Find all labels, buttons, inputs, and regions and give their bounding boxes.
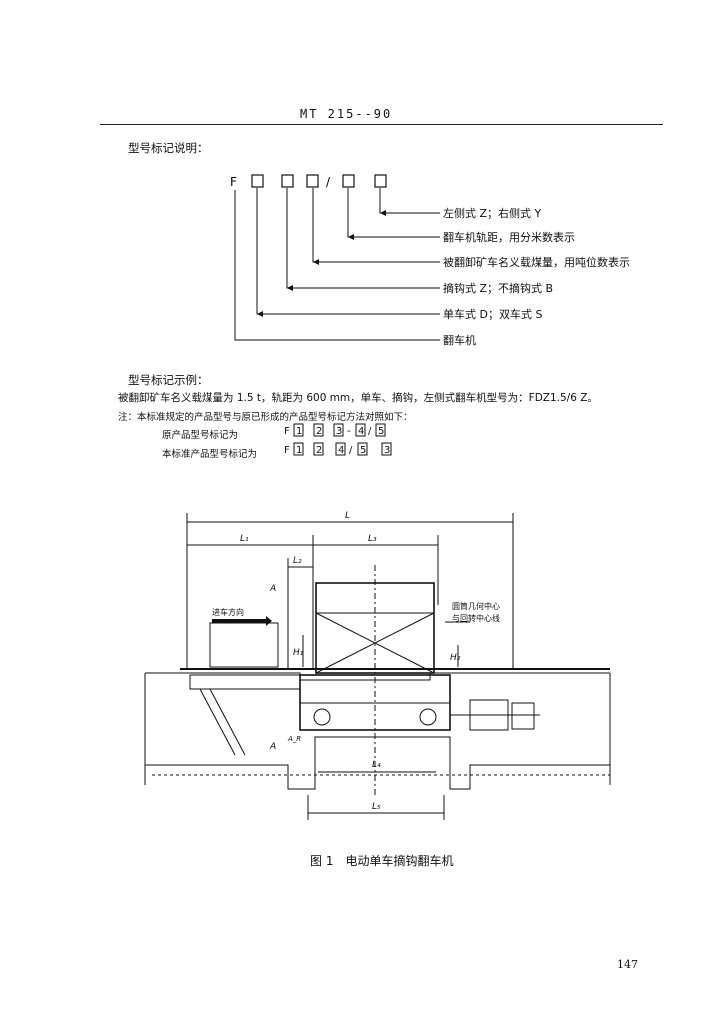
old-code-sep-dash: -	[347, 426, 351, 437]
code-item-uncoupling: 摘钩式 Z；不摘钩式 B	[443, 281, 553, 295]
dim-H1: H₁	[293, 648, 304, 658]
dim-H2: H₂	[450, 653, 461, 663]
new-code-box-4: 5	[360, 445, 366, 456]
dim-L: L	[345, 511, 350, 521]
ref-A: A_R	[287, 735, 301, 743]
designation-title: 型号标记说明：	[128, 141, 209, 155]
note-text: 注：本标准规定的产品型号与原已形成的产品型号标记方法对照如下：	[118, 412, 413, 423]
code-box-4	[342, 174, 355, 188]
standard-number-header: MT 215--90	[300, 107, 393, 121]
header-rule	[100, 124, 663, 125]
section-A-bottom: A	[269, 742, 276, 752]
old-code-box-4: 4	[358, 426, 364, 437]
new-code-box-2: 2	[316, 445, 322, 456]
old-code-label: 原产品型号标记为	[162, 430, 239, 441]
leader-arrows	[257, 210, 386, 317]
page-number: 147	[617, 958, 638, 971]
code-box-3	[306, 174, 319, 188]
new-code-prefix: F	[284, 445, 290, 456]
figure-tippler-drawing: L L₁ L₃ L₂ L₄ L₅ H₁ H₂ A A A_R 进车方向 圆筒几何…	[144, 511, 611, 820]
code-slash: /	[326, 175, 331, 189]
example-text: 被翻卸矿车名义载煤量为 1.5 t，轨距为 600 mm，单车、摘钩，左侧式翻车…	[118, 392, 598, 404]
code-box-5	[374, 174, 387, 188]
figure-caption: 图 1 电动单车摘钩翻车机	[310, 854, 454, 868]
dim-L3: L₃	[368, 534, 377, 544]
code-item-car-count: 单车式 D；双车式 S	[443, 307, 542, 321]
leader-lines	[234, 188, 440, 341]
code-item-side: 左侧式 Z；右侧式 Y	[443, 206, 542, 220]
new-code-label: 本标准产品型号标记为	[162, 449, 258, 460]
code-box-1	[251, 174, 264, 188]
old-code-box-2: 2	[316, 426, 322, 437]
code-prefix: F	[230, 175, 237, 189]
center-label-2: 与回转中心线	[452, 613, 500, 623]
code-item-tippler: 翻车机	[443, 333, 476, 347]
new-code-sep-slash: /	[349, 445, 353, 456]
dim-L5: L₅	[372, 802, 381, 812]
old-code-box-1: 1	[296, 426, 302, 437]
new-code-box-1: 1	[296, 445, 302, 456]
old-code-sep-slash: /	[368, 426, 372, 437]
direction-arrow-icon	[212, 616, 272, 626]
code-item-gauge: 翻车机轨距，用分米数表示	[443, 230, 575, 244]
dim-L1: L₁	[240, 534, 249, 544]
example-title: 型号标记示例：	[128, 373, 209, 387]
section-A-top: A	[269, 584, 276, 594]
old-code-prefix: F	[284, 426, 290, 437]
old-code-box-3: 3	[336, 426, 342, 437]
code-item-capacity: 被翻卸矿车名义载煤量，用吨位数表示	[443, 255, 630, 269]
direction-label: 进车方向	[212, 607, 244, 617]
dim-L2: L₂	[293, 556, 302, 566]
dim-L4: L₄	[372, 760, 381, 770]
code-box-2	[281, 174, 294, 188]
code-comparison: F 1 2 3 - 4 / 5 F 1 2 4 / 5 3	[284, 423, 392, 456]
new-code-box-5: 3	[384, 445, 390, 456]
center-label-1: 圆筒几何中心	[452, 601, 500, 611]
designation-diagram: F / 左侧式 Z；右侧式 Y 翻车机轨距，用分米数表示 被翻卸矿车名义载煤量，…	[230, 174, 630, 347]
old-code-box-5: 5	[378, 426, 384, 437]
new-code-box-3: 4	[338, 445, 344, 456]
